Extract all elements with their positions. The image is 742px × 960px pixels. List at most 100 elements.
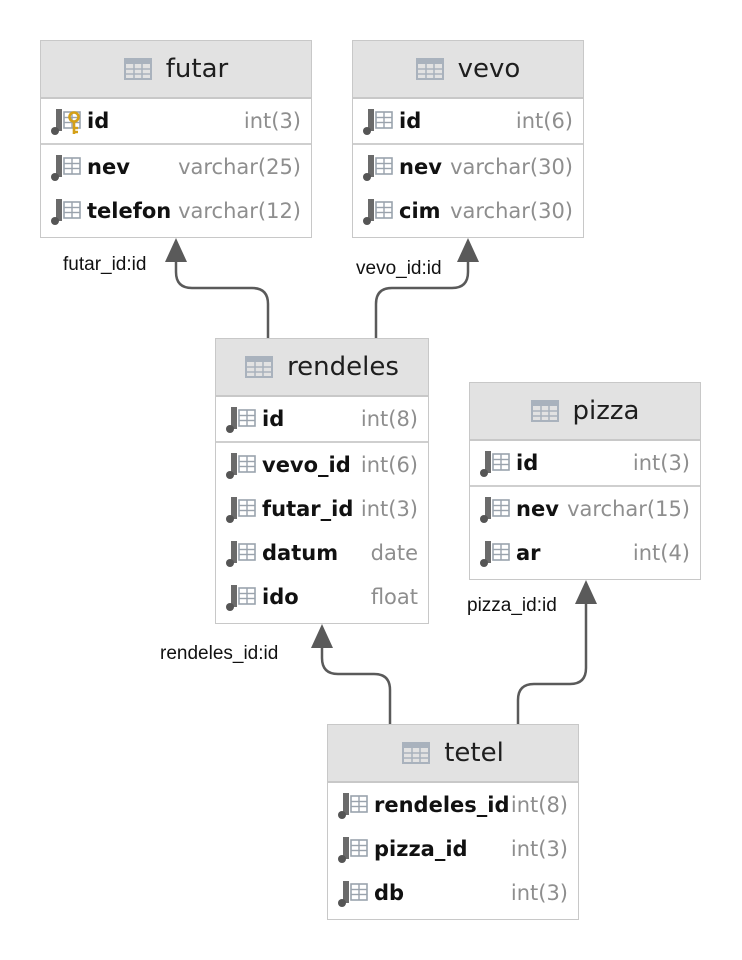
- column-icon: [226, 585, 256, 611]
- table-icon: [530, 400, 559, 422]
- arrowhead-vevo: [457, 238, 479, 262]
- column-type: int(8): [360, 407, 418, 431]
- column-row[interactable]: db int(3): [328, 871, 578, 915]
- table-header: futar: [41, 41, 311, 99]
- column-row[interactable]: id int(3): [41, 99, 311, 143]
- column-row[interactable]: pizza_id int(3): [328, 827, 578, 871]
- relation-label-pizza: pizza_id:id: [467, 595, 557, 616]
- column-name: ar: [516, 541, 541, 565]
- table-header: vevo: [353, 41, 583, 99]
- key-separator: [470, 485, 700, 487]
- column-type: int(6): [515, 109, 573, 133]
- column-type: int(6): [360, 453, 418, 477]
- column-name: pizza_id: [374, 837, 468, 861]
- table-icon: [402, 742, 431, 764]
- key-separator: [353, 143, 583, 145]
- column-row[interactable]: nev varchar(15): [470, 487, 700, 531]
- relation-line-pizza: [516, 604, 588, 724]
- column-name: datum: [262, 541, 339, 565]
- primary-key-column-icon: [51, 109, 81, 135]
- column-row[interactable]: id int(6): [353, 99, 583, 143]
- table-tetel[interactable]: tetel rendeles_id int(8) pizza_id int(3): [327, 724, 579, 920]
- column-row[interactable]: cim varchar(30): [353, 189, 583, 233]
- column-row[interactable]: nev varchar(25): [41, 145, 311, 189]
- column-name: futar_id: [262, 497, 354, 521]
- key-separator: [41, 143, 311, 145]
- table-vevo[interactable]: vevo id int(6) nev varchar(30): [352, 40, 584, 238]
- column-type: varchar(30): [450, 155, 573, 179]
- column-name: telefon: [87, 199, 172, 223]
- table-icon: [415, 58, 444, 80]
- column-icon: [363, 109, 393, 135]
- column-icon: [226, 497, 256, 523]
- column-type: int(8): [510, 793, 568, 817]
- arrowhead-futar: [165, 238, 187, 262]
- column-type: int(3): [510, 837, 568, 861]
- table-title: tetel: [444, 738, 504, 768]
- column-type: float: [370, 585, 418, 609]
- column-name: rendeles_id: [374, 793, 510, 817]
- column-name: vevo_id: [262, 453, 351, 477]
- column-icon: [363, 199, 393, 225]
- column-type: int(3): [243, 109, 301, 133]
- column-name: id: [262, 407, 285, 431]
- column-name: db: [374, 881, 405, 905]
- column-type: varchar(25): [178, 155, 301, 179]
- column-name: ido: [262, 585, 299, 609]
- column-row[interactable]: telefon varchar(12): [41, 189, 311, 233]
- relation-label-rendeles: rendeles_id:id: [160, 643, 279, 664]
- column-name: nev: [399, 155, 442, 179]
- column-row[interactable]: vevo_id int(6): [216, 443, 428, 487]
- column-row[interactable]: nev varchar(30): [353, 145, 583, 189]
- column-row[interactable]: rendeles_id int(8): [328, 783, 578, 827]
- column-icon: [338, 793, 368, 819]
- table-title: rendeles: [287, 352, 399, 382]
- relation-label-vevo: vevo_id:id: [356, 258, 442, 279]
- column-row[interactable]: datum date: [216, 531, 428, 575]
- column-row[interactable]: id int(8): [216, 397, 428, 441]
- column-icon: [51, 199, 81, 225]
- column-type: int(3): [510, 881, 568, 905]
- table-rendeles[interactable]: rendeles id int(8) vevo_id int(6): [215, 338, 429, 624]
- table-header: rendeles: [216, 339, 428, 397]
- table-icon: [123, 58, 152, 80]
- table-title: vevo: [457, 54, 521, 84]
- table-header: pizza: [470, 383, 700, 441]
- column-row[interactable]: id int(3): [470, 441, 700, 485]
- column-name: id: [87, 109, 110, 133]
- relation-line-rendeles: [320, 648, 392, 724]
- column-row[interactable]: ar int(4): [470, 531, 700, 575]
- column-type: int(3): [360, 497, 418, 521]
- table-icon: [245, 356, 274, 378]
- column-type: varchar(30): [450, 199, 573, 223]
- column-icon: [480, 497, 510, 523]
- column-icon: [226, 453, 256, 479]
- relation-line-vevo: [374, 262, 470, 338]
- relation-line-futar: [174, 262, 270, 338]
- arrowhead-rendeles: [311, 624, 333, 648]
- column-icon: [480, 541, 510, 567]
- column-row[interactable]: futar_id int(3): [216, 487, 428, 531]
- column-name: id: [399, 109, 422, 133]
- table-pizza[interactable]: pizza id int(3) nev varchar(15): [469, 382, 701, 580]
- column-icon: [338, 837, 368, 863]
- arrowhead-pizza: [575, 580, 597, 604]
- column-name: nev: [87, 155, 130, 179]
- table-futar[interactable]: futar id int(3) nev varchar(25): [40, 40, 312, 238]
- table-header: tetel: [328, 725, 578, 783]
- column-name: nev: [516, 497, 559, 521]
- column-type: varchar(15): [567, 497, 690, 521]
- column-row[interactable]: ido float: [216, 575, 428, 619]
- table-title: pizza: [572, 396, 640, 426]
- column-type: int(3): [632, 451, 690, 475]
- column-type: date: [370, 541, 418, 565]
- relation-label-futar: futar_id:id: [63, 254, 147, 275]
- column-type: varchar(12): [178, 199, 301, 223]
- column-name: id: [516, 451, 539, 475]
- table-title: futar: [165, 54, 229, 84]
- column-name: cim: [399, 199, 441, 223]
- column-icon: [226, 541, 256, 567]
- column-icon: [226, 407, 256, 433]
- key-separator: [216, 441, 428, 443]
